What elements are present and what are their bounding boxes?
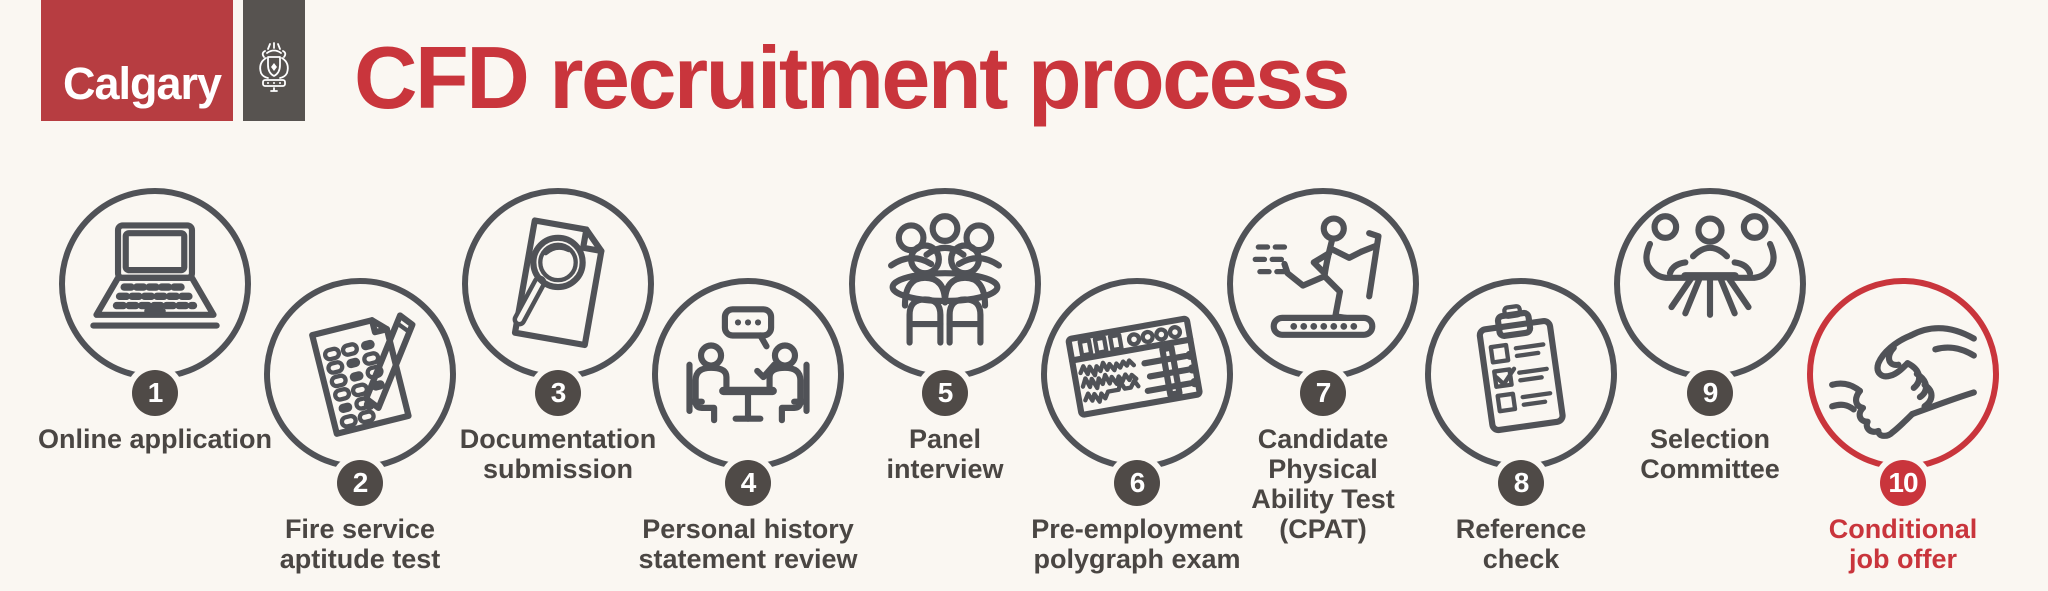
step-number-badge: 3 xyxy=(535,370,581,416)
laptop-icon xyxy=(90,222,220,329)
step-circle xyxy=(849,188,1041,380)
step-label: Reference check xyxy=(1455,514,1587,574)
aptitude-test-icon xyxy=(309,312,416,437)
step-label: Online application xyxy=(37,424,273,454)
step-number-badge: 8 xyxy=(1498,460,1544,506)
step-circle xyxy=(1227,188,1419,380)
step-circle xyxy=(1807,278,1999,470)
treadmill-runner-icon xyxy=(1252,215,1382,338)
handshake-icon xyxy=(1829,325,1977,439)
step-number-badge: 10 xyxy=(1880,460,1926,506)
step-circle xyxy=(1614,188,1806,380)
step-5-panel-interview: 5 Panel interview xyxy=(849,188,1041,484)
step-number-badge: 7 xyxy=(1300,370,1346,416)
selection-committee-icon xyxy=(1643,213,1777,318)
polygraph-icon xyxy=(1065,315,1203,418)
step-1-online-application: 1 Online application xyxy=(38,188,272,454)
step-3-documentation-submission: 3 Documentation submission xyxy=(460,188,656,484)
step-2-fire-service-aptitude-test: 2 Fire service aptitude test xyxy=(264,278,456,574)
step-label: Panel interview xyxy=(886,424,1004,484)
step-label: Conditional job offer xyxy=(1828,514,1978,574)
document-magnifier-icon xyxy=(511,217,605,349)
panel-interview-icon xyxy=(888,213,1002,346)
step-7-candidate-physical-ability-test: 7 Candidate Physical Ability Test (CPAT) xyxy=(1227,188,1419,544)
calgary-crest-icon xyxy=(259,41,289,92)
interview-table-icon xyxy=(686,306,810,424)
step-number-badge: 2 xyxy=(337,460,383,506)
step-label: Personal history statement review xyxy=(638,514,858,574)
step-4-personal-history-statement-review: 4 Personal history statement review xyxy=(638,278,858,574)
step-6-pre-employment-polygraph-exam: 6 Pre-employment polygraph exam xyxy=(1031,278,1243,574)
step-label: Selection Committee xyxy=(1640,424,1780,484)
page-title: CFD recruitment process xyxy=(354,28,1350,127)
step-label: Fire service aptitude test xyxy=(279,514,441,574)
step-8-reference-check: 8 Reference check xyxy=(1425,278,1617,574)
step-number-badge: 6 xyxy=(1114,460,1160,506)
calgary-logo-red-box: Calgary xyxy=(41,0,233,121)
step-9-selection-committee: 9 Selection Committee xyxy=(1614,188,1806,484)
step-number-badge: 9 xyxy=(1687,370,1733,416)
calgary-wordmark: Calgary xyxy=(63,58,222,109)
step-circle xyxy=(59,188,251,380)
step-10-conditional-job-offer: 10 Conditional job offer xyxy=(1807,278,1999,574)
step-number-badge: 1 xyxy=(132,370,178,416)
step-circle xyxy=(462,188,654,380)
step-number-badge: 4 xyxy=(725,460,771,506)
step-number-badge: 5 xyxy=(922,370,968,416)
step-label: Documentation submission xyxy=(459,424,657,484)
step-label: Pre-employment polygraph exam xyxy=(1031,514,1243,574)
step-label: Candidate Physical Ability Test (CPAT) xyxy=(1251,424,1395,544)
checklist-clipboard-icon xyxy=(1476,304,1566,434)
calgary-logo-crest-box xyxy=(243,0,305,121)
